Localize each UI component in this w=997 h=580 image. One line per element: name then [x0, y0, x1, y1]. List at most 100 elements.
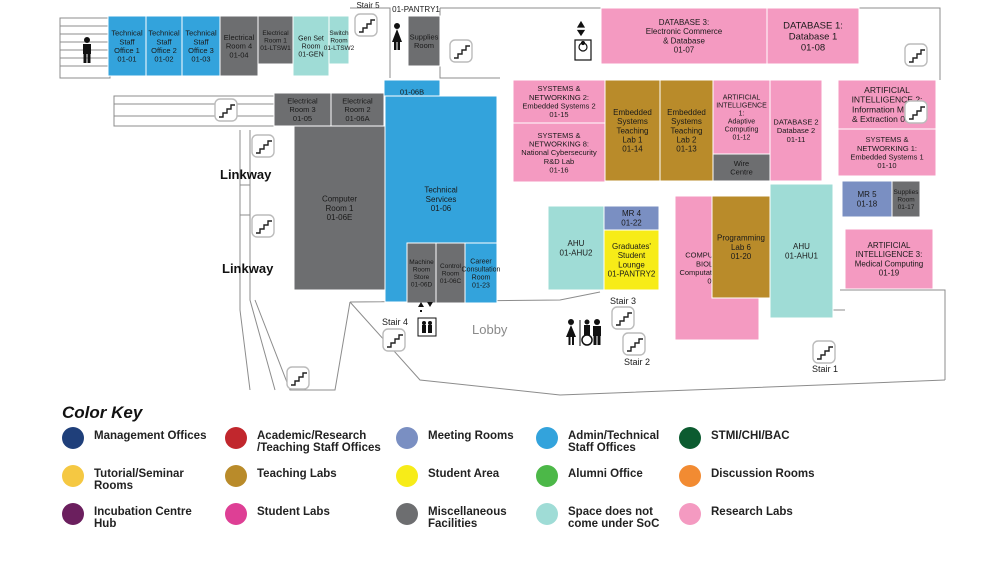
- legend-label: Incubation Centre Hub: [94, 506, 192, 530]
- room-shape[interactable]: [145, 15, 183, 77]
- room-shape[interactable]: [891, 180, 921, 218]
- linkway-label-top: Linkway: [220, 167, 272, 182]
- room-0110[interactable]: SYSTEMS &NETWORKING 1:Embedded Systems 1…: [837, 128, 937, 177]
- room-shape[interactable]: [257, 15, 294, 65]
- room-label-line: DATABASE 3:: [659, 18, 709, 27]
- legend-swatch: [62, 427, 84, 449]
- toilet-male-icon: [83, 37, 91, 63]
- stair-icon-south-west: [286, 366, 310, 390]
- room-shape[interactable]: [844, 228, 934, 290]
- room-shape[interactable]: [769, 79, 823, 182]
- room-shape[interactable]: [604, 79, 661, 182]
- room-shape[interactable]: [603, 205, 660, 231]
- room-shape[interactable]: [292, 15, 330, 77]
- stair-icon-linkway-1: [251, 134, 275, 158]
- room-shape[interactable]: [512, 122, 606, 183]
- room-0122[interactable]: MR 401-22: [603, 205, 660, 231]
- room-label-line: Medical Computing: [855, 259, 923, 268]
- room-label-line: Office 1: [114, 46, 140, 55]
- stair-2-label: Stair 2: [624, 357, 650, 367]
- legend-swatch: [396, 503, 418, 525]
- room-label-line: 01-22: [621, 218, 642, 227]
- room-label-line: 1:: [739, 110, 745, 117]
- room-label-line: 01-13: [676, 145, 697, 154]
- room-label-line: Embedded: [613, 108, 652, 117]
- room-shape[interactable]: [181, 15, 221, 77]
- room-shape[interactable]: [330, 92, 385, 127]
- room-label-line: Consultation: [462, 266, 501, 273]
- pantry1-label: 01-PANTRY1: [392, 5, 440, 14]
- room-shape[interactable]: [512, 79, 606, 124]
- room-label-line: Electrical: [342, 97, 373, 106]
- room-shape[interactable]: [406, 242, 437, 304]
- room-0108[interactable]: DATABASE 1:Database 101-08: [766, 7, 860, 65]
- toilet-female-icon: [392, 23, 402, 50]
- legend-item: Admin/Technical Staff Offices: [536, 427, 698, 454]
- room-label-line: Supplies: [894, 189, 920, 196]
- room-shape[interactable]: [328, 15, 350, 65]
- room-label-line: Store: [414, 274, 430, 281]
- room-shape[interactable]: [766, 7, 860, 65]
- room-label-line: ARTIFICIAL: [864, 85, 910, 95]
- legend-label: Discussion Rooms: [711, 468, 815, 480]
- legend-item: STMI/CHI/BAC: [679, 427, 841, 449]
- room-0116[interactable]: SYSTEMS &NETWORKING 8:National Cybersecu…: [512, 122, 606, 183]
- room-shape[interactable]: [769, 183, 834, 319]
- room-0107[interactable]: DATABASE 3:Electronic Commerce& Database…: [600, 7, 768, 65]
- room-label-line: Electrical: [287, 97, 318, 106]
- room-label-line: Room 3: [289, 105, 315, 114]
- linkway-label-bottom: Linkway: [222, 261, 274, 276]
- room-label-line: Room 4: [226, 42, 252, 51]
- room-shape[interactable]: [219, 15, 259, 77]
- room-label-line: INTELLIGENCE: [716, 102, 767, 109]
- room-0118[interactable]: MR 501-18: [841, 180, 893, 218]
- stair-3-label: Stair 3: [610, 296, 636, 306]
- legend-swatch: [679, 503, 701, 525]
- room-shape[interactable]: [712, 153, 771, 182]
- room-label-line: 01-06: [431, 204, 452, 213]
- room-shape[interactable]: [659, 79, 714, 182]
- room-shape[interactable]: [712, 79, 771, 155]
- room-shape[interactable]: [293, 125, 386, 291]
- legend-swatch: [62, 503, 84, 525]
- room-0112[interactable]: ARTIFICIALINTELLIGENCE1:AdaptiveComputin…: [712, 79, 771, 155]
- legend-swatch: [225, 427, 247, 449]
- room-label-line: Technical: [424, 186, 458, 195]
- legend-label: STMI/CHI/BAC: [711, 430, 790, 442]
- room-label-line: MR 5: [857, 190, 877, 199]
- room-shape[interactable]: [107, 15, 147, 77]
- room-label-line: Services: [426, 195, 457, 204]
- room-shape[interactable]: [603, 229, 660, 291]
- room-0115[interactable]: SYSTEMS &NETWORKING 2:Embedded Systems 2…: [512, 79, 606, 124]
- room-label-line: Information Mining: [852, 104, 922, 114]
- room-shape[interactable]: [547, 205, 605, 291]
- room-label-line: R&D Lab: [544, 157, 574, 166]
- room-shape[interactable]: [464, 242, 498, 304]
- room-shape[interactable]: [837, 128, 937, 177]
- room-shape[interactable]: [407, 15, 441, 67]
